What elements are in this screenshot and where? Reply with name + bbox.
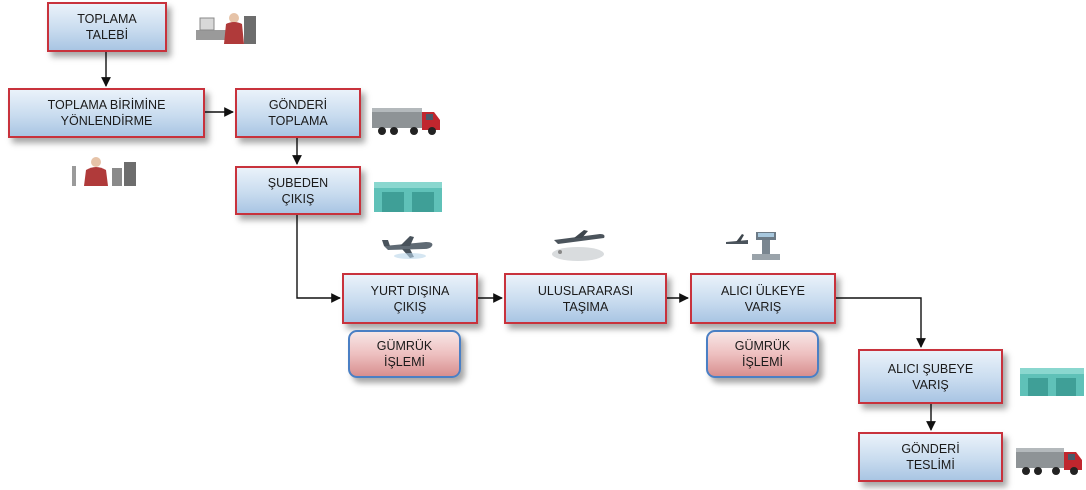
office-worker-icon xyxy=(72,157,136,186)
warehouse-icon xyxy=(1020,368,1084,396)
node-yurt-disina-cikis: YURT DIŞINA ÇIKIŞ xyxy=(342,273,478,324)
node-subeden-cikis: ŞUBEDEN ÇIKIŞ xyxy=(235,166,361,215)
node-uluslararasi-tasima: ULUSLARARASI TAŞIMA xyxy=(504,273,667,324)
node-toplama-birimine-yonlendirme: TOPLAMA BİRİMİNE YÖNLENDİRME xyxy=(8,88,205,138)
office-worker-icon xyxy=(196,13,256,44)
truck-icon xyxy=(1016,448,1082,475)
node-alici-subeye-varis: ALICI ŞUBEYE VARIŞ xyxy=(858,349,1003,404)
node-toplama-talebi: TOPLAMA TALEBİ xyxy=(47,2,167,52)
airplane-icon xyxy=(552,230,605,261)
truck-icon xyxy=(372,108,440,135)
node-gonderi-toplama: GÖNDERİ TOPLAMA xyxy=(235,88,361,138)
node-alici-ulkeye-varis: ALICI ÜLKEYE VARIŞ xyxy=(690,273,836,324)
customs-box-import: GÜMRÜK İŞLEMİ xyxy=(706,330,819,378)
arrow-alici-ulke-to-alici-sube xyxy=(836,297,926,348)
warehouse-icon xyxy=(374,182,442,212)
control-tower-icon xyxy=(726,232,780,260)
arrow-sube-to-yurtdisi xyxy=(296,215,341,303)
customs-box-export: GÜMRÜK İŞLEMİ xyxy=(348,330,461,378)
node-gonderi-teslimi: GÖNDERİ TESLİMİ xyxy=(858,432,1003,482)
airplane-icon xyxy=(382,236,433,259)
